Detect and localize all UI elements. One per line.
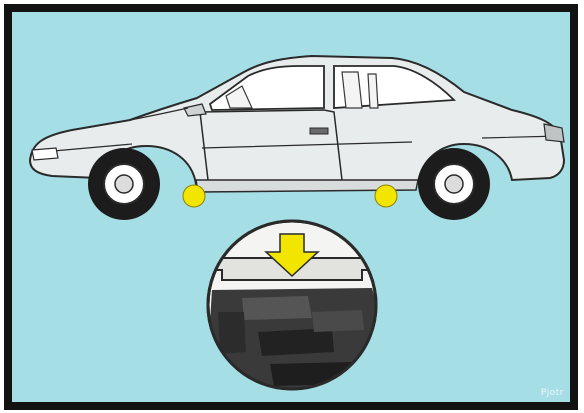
car-diagram	[12, 12, 570, 402]
rear-wheel	[418, 148, 490, 220]
diagram-panel: Pjotr	[4, 4, 578, 410]
headlight	[32, 148, 58, 160]
front-wheel	[88, 148, 160, 220]
image-credit: Pjotr	[541, 388, 564, 398]
tail-light	[544, 124, 564, 142]
rear-lift-point-marker-icon	[375, 185, 397, 207]
door-handle	[310, 128, 328, 134]
front-lift-point-marker-icon	[183, 185, 205, 207]
